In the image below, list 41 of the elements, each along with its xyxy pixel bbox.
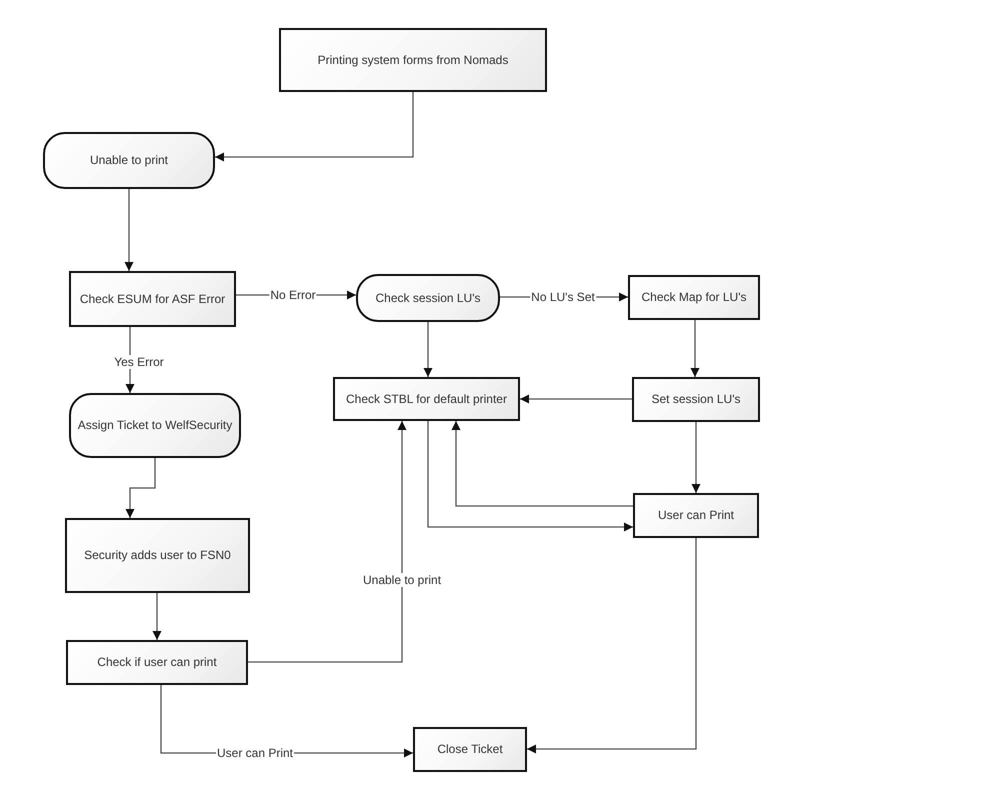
node-label: Unable to print: [88, 153, 170, 168]
arrow: [427, 421, 633, 532]
arrow: [451, 421, 633, 507]
node-label: Assign Ticket to WelfSecurity: [76, 418, 234, 433]
terminator-shape: [356, 274, 500, 322]
node-label: Check STBL for default printer: [345, 392, 508, 406]
arrow: [423, 322, 433, 377]
process-box: [413, 727, 527, 772]
node-label: Printing system forms from Nomads: [316, 52, 510, 68]
node-label: Security adds user to FSN0: [83, 548, 232, 563]
arrow: [125, 458, 156, 518]
terminator-shape: [69, 393, 241, 458]
arrow: [690, 320, 700, 377]
node-label: Close Ticket: [436, 742, 504, 757]
process-box: [65, 518, 250, 593]
arrow: [215, 92, 414, 162]
arrow: [152, 593, 162, 640]
node-label: Check session LU's: [374, 290, 482, 306]
process-box: [279, 28, 547, 92]
node-label: Set session LU's: [650, 392, 742, 407]
edge-label: No Error: [269, 288, 317, 302]
process-box: [69, 271, 236, 327]
arrow: [691, 422, 701, 493]
node-label: Check ESUM for ASF Error: [78, 292, 226, 306]
arrow: [248, 421, 407, 663]
edge-label: No LU's Set: [530, 290, 596, 304]
process-box: [633, 493, 759, 538]
arrow: [520, 394, 632, 404]
node-label: Check Map for LU's: [640, 290, 748, 305]
edge-label: Unable to print: [362, 573, 442, 587]
edge-label: User can Print: [216, 746, 294, 760]
node-label: User can Print: [656, 508, 736, 523]
process-box: [632, 377, 760, 422]
process-box: [628, 275, 760, 320]
terminator-shape: [43, 132, 215, 189]
arrow: [527, 538, 697, 754]
process-box: [333, 377, 520, 421]
process-box: [66, 640, 248, 685]
node-label: Check if user can print: [96, 655, 218, 670]
arrow: [124, 189, 134, 271]
edge-label: Yes Error: [113, 355, 165, 369]
